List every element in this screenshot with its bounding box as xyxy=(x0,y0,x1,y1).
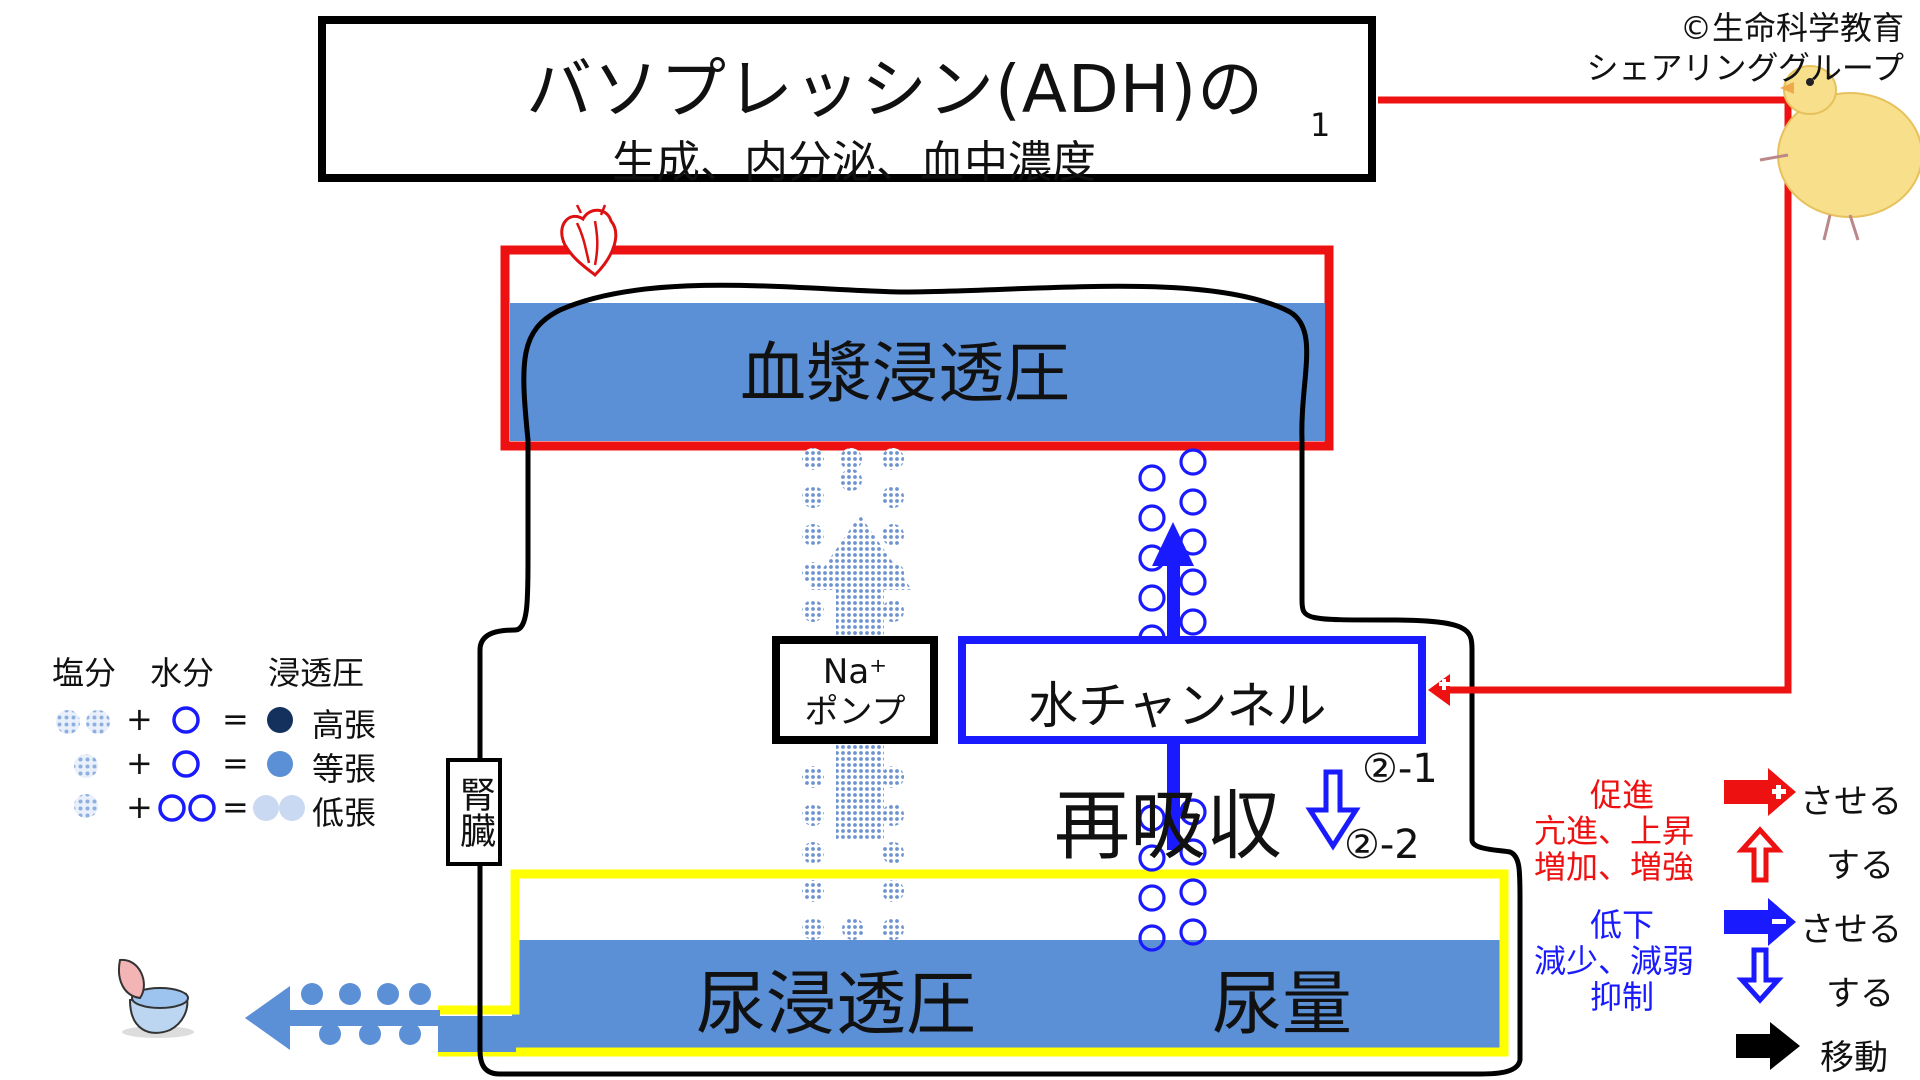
key-do-inc: する xyxy=(1826,846,1894,886)
heart-icon xyxy=(560,204,618,278)
marker-2-1: ②-1 xyxy=(1362,746,1438,792)
title-main: バソプレッシン(ADH)の xyxy=(526,51,1265,128)
key-make-inc: させる xyxy=(1800,782,1902,822)
urine-fill xyxy=(512,940,1500,1052)
chick-icon xyxy=(1759,65,1920,241)
na-pump-line1: Na⁺ xyxy=(822,652,888,692)
legend-row1-eq: = xyxy=(222,700,249,738)
legend-row3-label: 低張 xyxy=(312,794,377,832)
legend-circles xyxy=(56,706,305,822)
key-increase-words2: 亢進、上昇 xyxy=(1534,812,1695,850)
urine-yellow-frame xyxy=(438,869,1509,1057)
urine-out-arrow xyxy=(245,983,440,1050)
copyright-line1: ©生命科学教育 xyxy=(1679,9,1904,47)
urine-osmotic-label: 尿浸透圧 xyxy=(696,963,976,1045)
plasma-label: 血漿浸透圧 xyxy=(740,335,1070,412)
legend-row2-eq: = xyxy=(222,744,249,782)
marker-2-2: ②-2 xyxy=(1344,822,1420,868)
legend-header-salt: 塩分 xyxy=(52,654,117,692)
copyright-line2: シェアリンググループ xyxy=(1586,49,1904,87)
legend-row3-eq: = xyxy=(222,788,249,826)
water-column xyxy=(1138,448,1207,952)
key-decrease-words2: 減少、減弱 xyxy=(1534,942,1695,980)
key-do-dec: する xyxy=(1826,974,1894,1014)
legend-row2-label: 等張 xyxy=(312,750,377,788)
legend-row1-label: 高張 xyxy=(312,706,377,744)
urine-volume-label: 尿量 xyxy=(1212,963,1352,1045)
legend-row2-plus: + xyxy=(126,744,153,782)
kidney-outline xyxy=(477,282,1523,1077)
urine-outlet-fill xyxy=(438,1016,516,1052)
legend-header-water: 水分 xyxy=(150,654,215,692)
reabsorption-label: 再吸収 xyxy=(1054,781,1282,870)
toilet-icon xyxy=(118,958,194,1038)
adh-feedback-line xyxy=(1378,96,1792,706)
na-pump-box: Na⁺ ポンプ xyxy=(772,636,938,744)
legend-row3-plus: + xyxy=(126,788,153,826)
key-decrease-words3: 抑制 xyxy=(1590,978,1655,1016)
title-marker: 1 xyxy=(1310,106,1331,144)
reabsorption-down-arrow xyxy=(1305,769,1361,851)
title-sub: 生成、内分泌、血中濃度 xyxy=(612,137,1096,188)
key-make-dec: させる xyxy=(1800,910,1902,950)
key-arrows xyxy=(1724,768,1800,1070)
key-decrease-words: 低下 xyxy=(1590,906,1655,944)
legend-row1-plus: + xyxy=(126,700,153,738)
legend-header-osmotic: 浸透圧 xyxy=(268,654,365,692)
salt-column xyxy=(802,448,904,940)
plasma-fill xyxy=(510,303,1325,441)
water-channel-label: 水チャンネル xyxy=(1028,677,1327,735)
kidney-label: 腎臓 xyxy=(446,758,502,866)
key-increase-words: 促進 xyxy=(1590,776,1655,814)
copyright-text: ©生命科学教育 シェアリンググループ xyxy=(1587,8,1904,88)
title-box: バソプレッシン(ADH)の 生成、内分泌、血中濃度 xyxy=(318,16,1376,188)
key-increase-words3: 増加、増強 xyxy=(1534,848,1695,886)
water-channel-box: 水チャンネル xyxy=(958,636,1426,744)
key-move: 移動 xyxy=(1820,1038,1888,1078)
na-pump-line2: ポンプ xyxy=(804,692,906,732)
